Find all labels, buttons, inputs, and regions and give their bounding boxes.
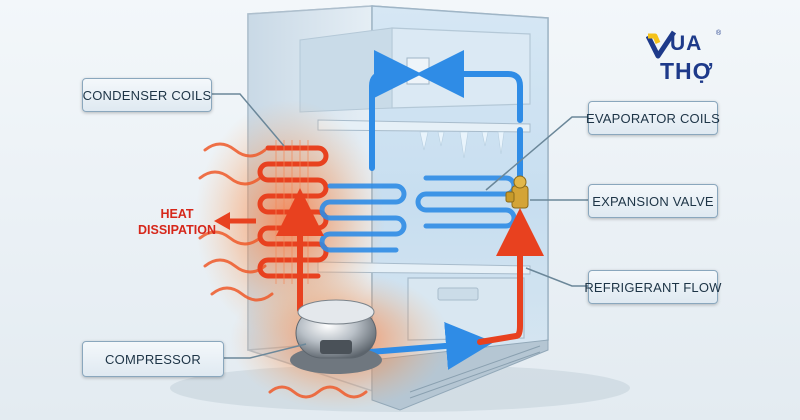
condenser-coils-text: CONDENSER COILS xyxy=(82,87,212,103)
heat-arrow xyxy=(214,212,256,230)
logo-text-top: UA xyxy=(670,32,703,55)
heat-dissipation-line1: HEAT xyxy=(160,207,194,221)
evaporator-coils-text: EVAPORATOR COILS xyxy=(586,110,720,126)
heat-dissipation-label: HEAT DISSIPATION xyxy=(132,206,222,238)
leader-lines xyxy=(210,93,588,359)
compressor-text: COMPRESSOR xyxy=(105,351,201,367)
logo-text-bottom: THỢ xyxy=(660,58,714,84)
expansion-valve-text: EXPANSION VALVE xyxy=(592,193,714,209)
expansion-valve-label: EXPANSION VALVE xyxy=(588,184,718,218)
compressor xyxy=(290,299,382,374)
compressor-label: COMPRESSOR xyxy=(82,341,224,377)
refrigerant-flow-text: REFRIGERANT FLOW xyxy=(584,279,722,295)
condenser-coils-label: CONDENSER COILS xyxy=(82,78,212,112)
logo-v-mark xyxy=(646,30,676,59)
evaporator-coils-label: EVAPORATOR COILS xyxy=(586,101,720,135)
flow-pipes xyxy=(276,50,544,370)
expansion-valve xyxy=(505,175,529,209)
heat-dissipation-line2: DISSIPATION xyxy=(137,223,216,237)
heat-waves xyxy=(198,142,368,399)
refrigerant-flow-label: REFRIGERANT FLOW xyxy=(584,270,721,304)
brand-logo: UA ® THỢ xyxy=(646,26,724,88)
logo-registered: ® xyxy=(716,30,722,37)
